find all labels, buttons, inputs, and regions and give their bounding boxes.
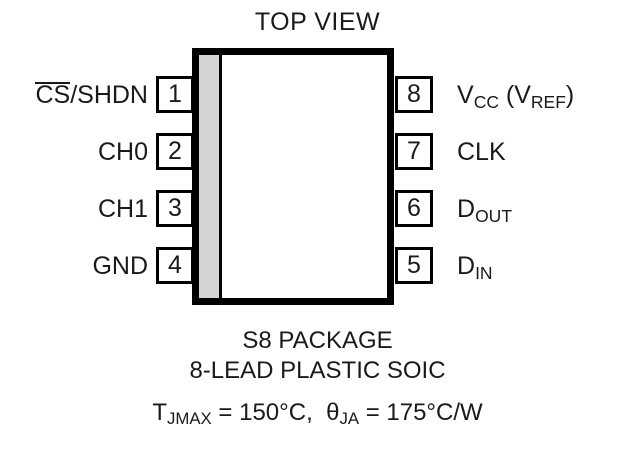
page-title: TOP VIEW [254, 8, 381, 36]
pin-label-dout-sub: OUT [475, 205, 513, 226]
tjmax-base: T [152, 399, 167, 426]
pin1-indicator-band [199, 55, 222, 298]
package-name-caption: S8 PACKAGE [242, 327, 393, 354]
pin-label-vref-open: (V [498, 81, 531, 109]
pin-label-vref-sub: REF [530, 91, 566, 112]
pin-box-6: 6 [395, 190, 433, 227]
tjmax-value: = 150°C, [211, 399, 327, 426]
pin-box-8: 8 [395, 76, 433, 113]
pin-label-ch1: CH1 [97, 195, 148, 223]
pin-label-cs-shdn-rest: /SHDN [70, 81, 148, 109]
thermal-spec-caption: TJMAX = 150°C, θJA = 175°C/W [0, 399, 635, 429]
pin-label-clk-base: CLK [457, 138, 506, 166]
tjmax-sub: JMAX [166, 409, 212, 429]
package-description-caption: 8-LEAD PLASTIC SOIC [189, 357, 446, 384]
pin-box-7: 7 [395, 133, 433, 170]
pin-box-1: 1 [156, 76, 194, 113]
pin-label-dout-base: D [457, 195, 476, 223]
pin-box-2: 2 [156, 133, 194, 170]
pin-box-5: 5 [395, 247, 433, 284]
pin-label-dout: DOUT [457, 194, 512, 226]
pin-label-vcc-sub: CC [473, 91, 499, 112]
pin-box-3: 3 [156, 190, 194, 227]
pin-label-gnd: GND [92, 252, 148, 280]
theta-ja-sub: JA [339, 409, 360, 429]
theta-ja-value: = 175°C/W [359, 399, 483, 426]
pin-label-ch0: CH0 [97, 138, 148, 166]
pin-label-clk: CLK [457, 137, 506, 167]
pin-label-cs-shdn: CS/SHDN [35, 80, 148, 110]
pin-label-vcc-base: V [457, 81, 474, 109]
pin-label-vref-close: ) [565, 81, 575, 109]
theta-ja-base: θ [326, 399, 340, 426]
package-body-outline [192, 48, 394, 305]
pin-label-din-sub: IN [475, 262, 493, 283]
pin-label-overline-cs: CS [35, 81, 71, 109]
pin-label-din: DIN [457, 251, 493, 283]
pin-label-vcc-vref: VCC (VREF) [457, 80, 574, 112]
pin-box-4: 4 [156, 247, 194, 284]
pin-label-din-base: D [457, 252, 476, 280]
